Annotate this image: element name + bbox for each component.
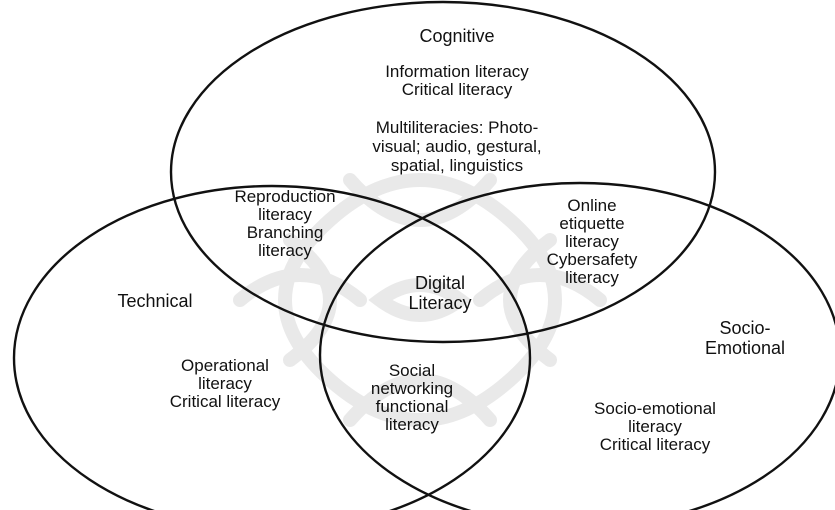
overlap-cognitive-technical-text: Reproduction literacy Branching literacy (234, 187, 336, 260)
watermark-pattern (233, 173, 607, 427)
cognitive-text-a: Information literacy Critical literacy (385, 62, 529, 99)
center-digital-literacy: Digital Literacy (408, 273, 472, 313)
technical-title-text: Technical (117, 291, 193, 311)
cognitive-circle (169, 0, 717, 344)
cognitive-text-b: Multiliteracies: Photo- visual; audio, g… (372, 118, 542, 175)
socio-emotional-circle (318, 181, 835, 510)
socio-emotional-title: Socio- Emotional (704, 318, 786, 358)
cognitive-title: Cognitive (392, 27, 522, 45)
technical-title: Technical (85, 292, 225, 310)
overlap-technical-socio-text: Social networking functional literacy (370, 361, 454, 434)
cognitive-title-text: Cognitive (419, 26, 495, 46)
technical-circle (12, 184, 532, 510)
socio-emotional-text: Socio-emotional literacy Critical litera… (594, 399, 716, 454)
technical-text: Operational literacy Critical literacy (169, 356, 281, 411)
overlap-cognitive-socio-text: Online etiquette literacy Cybersafety li… (546, 196, 638, 287)
